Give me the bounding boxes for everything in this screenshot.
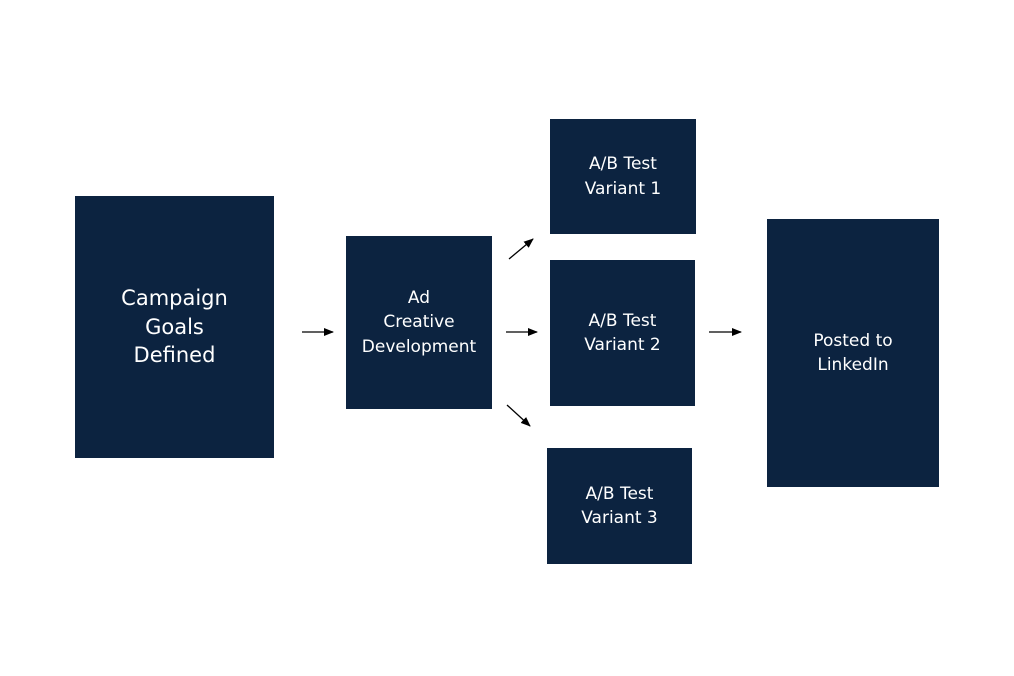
node-campaign-goals: Campaign Goals Defined <box>75 196 274 458</box>
node-ad-creative-label: Ad Creative Development <box>361 288 477 357</box>
node-ab-variant-1: A/B Test Variant 1 <box>550 119 696 234</box>
node-posted-linkedin-label: Posted to LinkedIn <box>813 330 893 375</box>
arrow-creative-to-variant-1 <box>508 238 534 260</box>
node-posted-linkedin: Posted to LinkedIn <box>767 219 939 487</box>
node-ab-variant-2-label: A/B Test Variant 2 <box>584 310 661 355</box>
arrow-creative-to-variant-3 <box>506 404 531 427</box>
node-ad-creative: Ad Creative Development <box>346 236 492 409</box>
node-ab-variant-3-label: A/B Test Variant 3 <box>581 483 658 528</box>
node-campaign-goals-label: Campaign Goals Defined <box>121 285 228 368</box>
node-ab-variant-1-label: A/B Test Variant 1 <box>584 154 662 199</box>
node-ab-variant-2: A/B Test Variant 2 <box>550 260 695 406</box>
node-ab-variant-3: A/B Test Variant 3 <box>547 448 692 564</box>
